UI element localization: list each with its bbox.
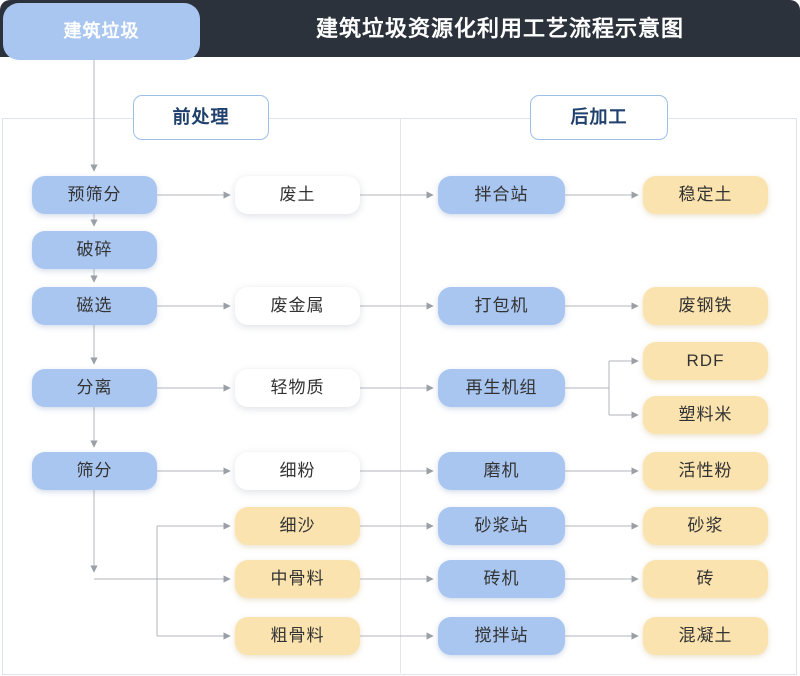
node-screening: 筛分 <box>32 452 157 490</box>
node-separation: 分离 <box>32 369 157 407</box>
node-plastic-pellets: 塑料米 <box>643 396 768 434</box>
node-stirring-station: 搅拌站 <box>438 617 565 655</box>
node-waste-soil: 废土 <box>235 176 360 214</box>
source-tab-construction-waste: 建筑垃圾 <box>3 3 200 60</box>
node-active-powder: 活性粉 <box>643 452 768 490</box>
node-mill: 磨机 <box>438 452 565 490</box>
node-baler: 打包机 <box>438 287 565 325</box>
node-mortar-station: 砂浆站 <box>438 507 565 545</box>
node-regeneration-unit: 再生机组 <box>438 369 565 407</box>
node-stabilized-soil: 稳定土 <box>643 176 768 214</box>
node-fine-sand: 细沙 <box>235 507 360 545</box>
node-mixing-station: 拌合站 <box>438 176 565 214</box>
node-magnetic-separation: 磁选 <box>32 287 157 325</box>
section-label-postprocessing: 后加工 <box>530 95 668 140</box>
page-title: 建筑垃圾资源化利用工艺流程示意图 <box>315 16 684 41</box>
node-coarse-aggregate: 粗骨料 <box>235 617 360 655</box>
node-concrete: 混凝土 <box>643 617 768 655</box>
node-mortar: 砂浆 <box>643 507 768 545</box>
section-label-pretreatment: 前处理 <box>133 95 269 140</box>
node-crushing: 破碎 <box>32 231 157 269</box>
node-medium-aggregate: 中骨料 <box>235 560 360 598</box>
node-rdf: RDF <box>643 342 768 380</box>
node-brick-machine: 砖机 <box>438 560 565 598</box>
node-light-material: 轻物质 <box>235 369 360 407</box>
node-fine-powder: 细粉 <box>235 452 360 490</box>
node-waste-metal: 废金属 <box>235 287 360 325</box>
node-scrap-steel: 废钢铁 <box>643 287 768 325</box>
node-pre-screening: 预筛分 <box>32 176 157 214</box>
node-brick: 砖 <box>643 560 768 598</box>
section-divider <box>400 119 401 673</box>
